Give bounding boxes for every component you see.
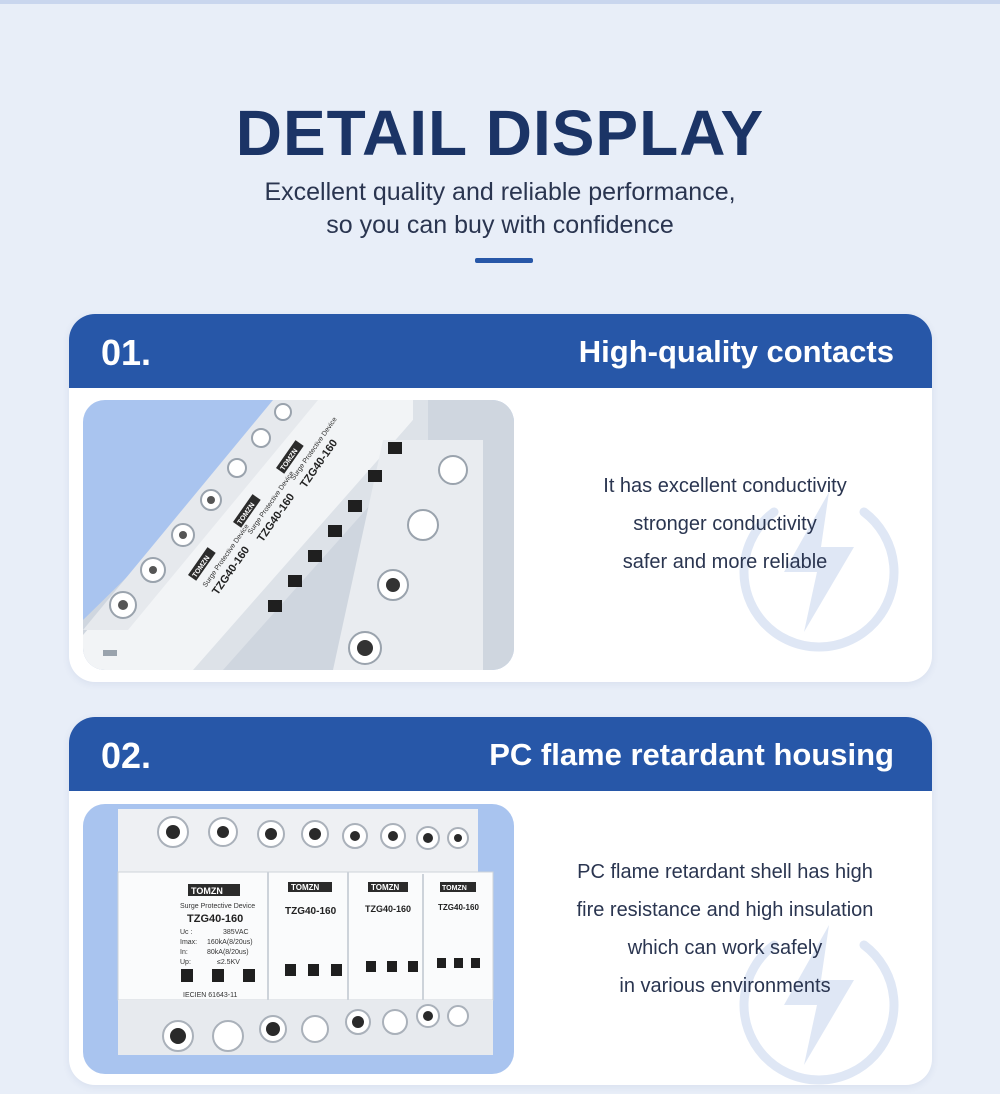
card-description: PC flame retardant shell has high fire r…: [519, 853, 931, 1005]
product-photo-housing: TOMZN Surge Protective Device TZG40-160 …: [83, 804, 514, 1074]
svg-text:Uc :: Uc :: [180, 929, 193, 936]
page-title: DETAIL DISPLAY: [235, 97, 765, 169]
lightning-bolt-icon: [739, 925, 899, 1085]
page-subtitle-line-2: so you can buy with confidence: [326, 211, 674, 239]
description-line: fire resistance and high insulation: [576, 899, 874, 921]
description-line: It has excellent conductivity: [603, 475, 847, 497]
feature-card-housing: 02. PC flame retardant housing: [69, 717, 932, 1085]
card-description: It has excellent conductivity stronger c…: [519, 467, 931, 581]
title-divider: [475, 258, 533, 263]
top-border: [0, 0, 1000, 4]
product-photo-contacts: TOMZN Surge Protective Device TZG40-160 …: [83, 400, 514, 670]
svg-text:IECIEN 61643-11: IECIEN 61643-11: [183, 992, 237, 999]
svg-text:Surge Protective Device: Surge Protective Device: [180, 903, 255, 910]
svg-text:TOMZN: TOMZN: [191, 886, 223, 896]
card-number: 01.: [101, 332, 152, 373]
svg-text:Imax:: Imax:: [180, 939, 197, 946]
svg-text:TZG40-160: TZG40-160: [438, 903, 479, 912]
svg-text:TZG40-160: TZG40-160: [187, 913, 243, 925]
svg-text:TZG40-160: TZG40-160: [285, 906, 337, 917]
description-line: in various environments: [619, 975, 831, 997]
description-line: safer and more reliable: [622, 551, 828, 573]
svg-text:160kA(8/20us): 160kA(8/20us): [207, 939, 253, 946]
description-line: PC flame retardant shell has high: [577, 861, 873, 883]
lightning-bolt-icon: [739, 492, 899, 652]
description-line: which can work safely: [627, 937, 823, 959]
svg-text:TZG40-160: TZG40-160: [365, 904, 411, 914]
card-title: High-quality contacts: [578, 334, 894, 369]
svg-text:80kA(8/20us): 80kA(8/20us): [207, 949, 249, 956]
feature-card-contacts: 01. High-quality contacts: [69, 314, 932, 682]
card-header: 02. PC flame retardant housing: [69, 717, 932, 791]
card-header: 01. High-quality contacts: [69, 314, 932, 388]
svg-text:TOMZN: TOMZN: [371, 883, 400, 892]
card-title: PC flame retardant housing: [489, 737, 894, 772]
svg-text:In:: In:: [180, 949, 188, 956]
svg-text:TOMZN: TOMZN: [442, 885, 467, 892]
svg-text:≤2.5KV: ≤2.5KV: [217, 959, 240, 966]
description-line: stronger conductivity: [633, 513, 817, 535]
page-subtitle-line-1: Excellent quality and reliable performan…: [264, 178, 736, 206]
card-number: 02.: [101, 735, 152, 776]
svg-text:385VAC: 385VAC: [223, 929, 249, 936]
svg-text:TOMZN: TOMZN: [291, 883, 320, 892]
svg-text:Up:: Up:: [180, 959, 191, 966]
